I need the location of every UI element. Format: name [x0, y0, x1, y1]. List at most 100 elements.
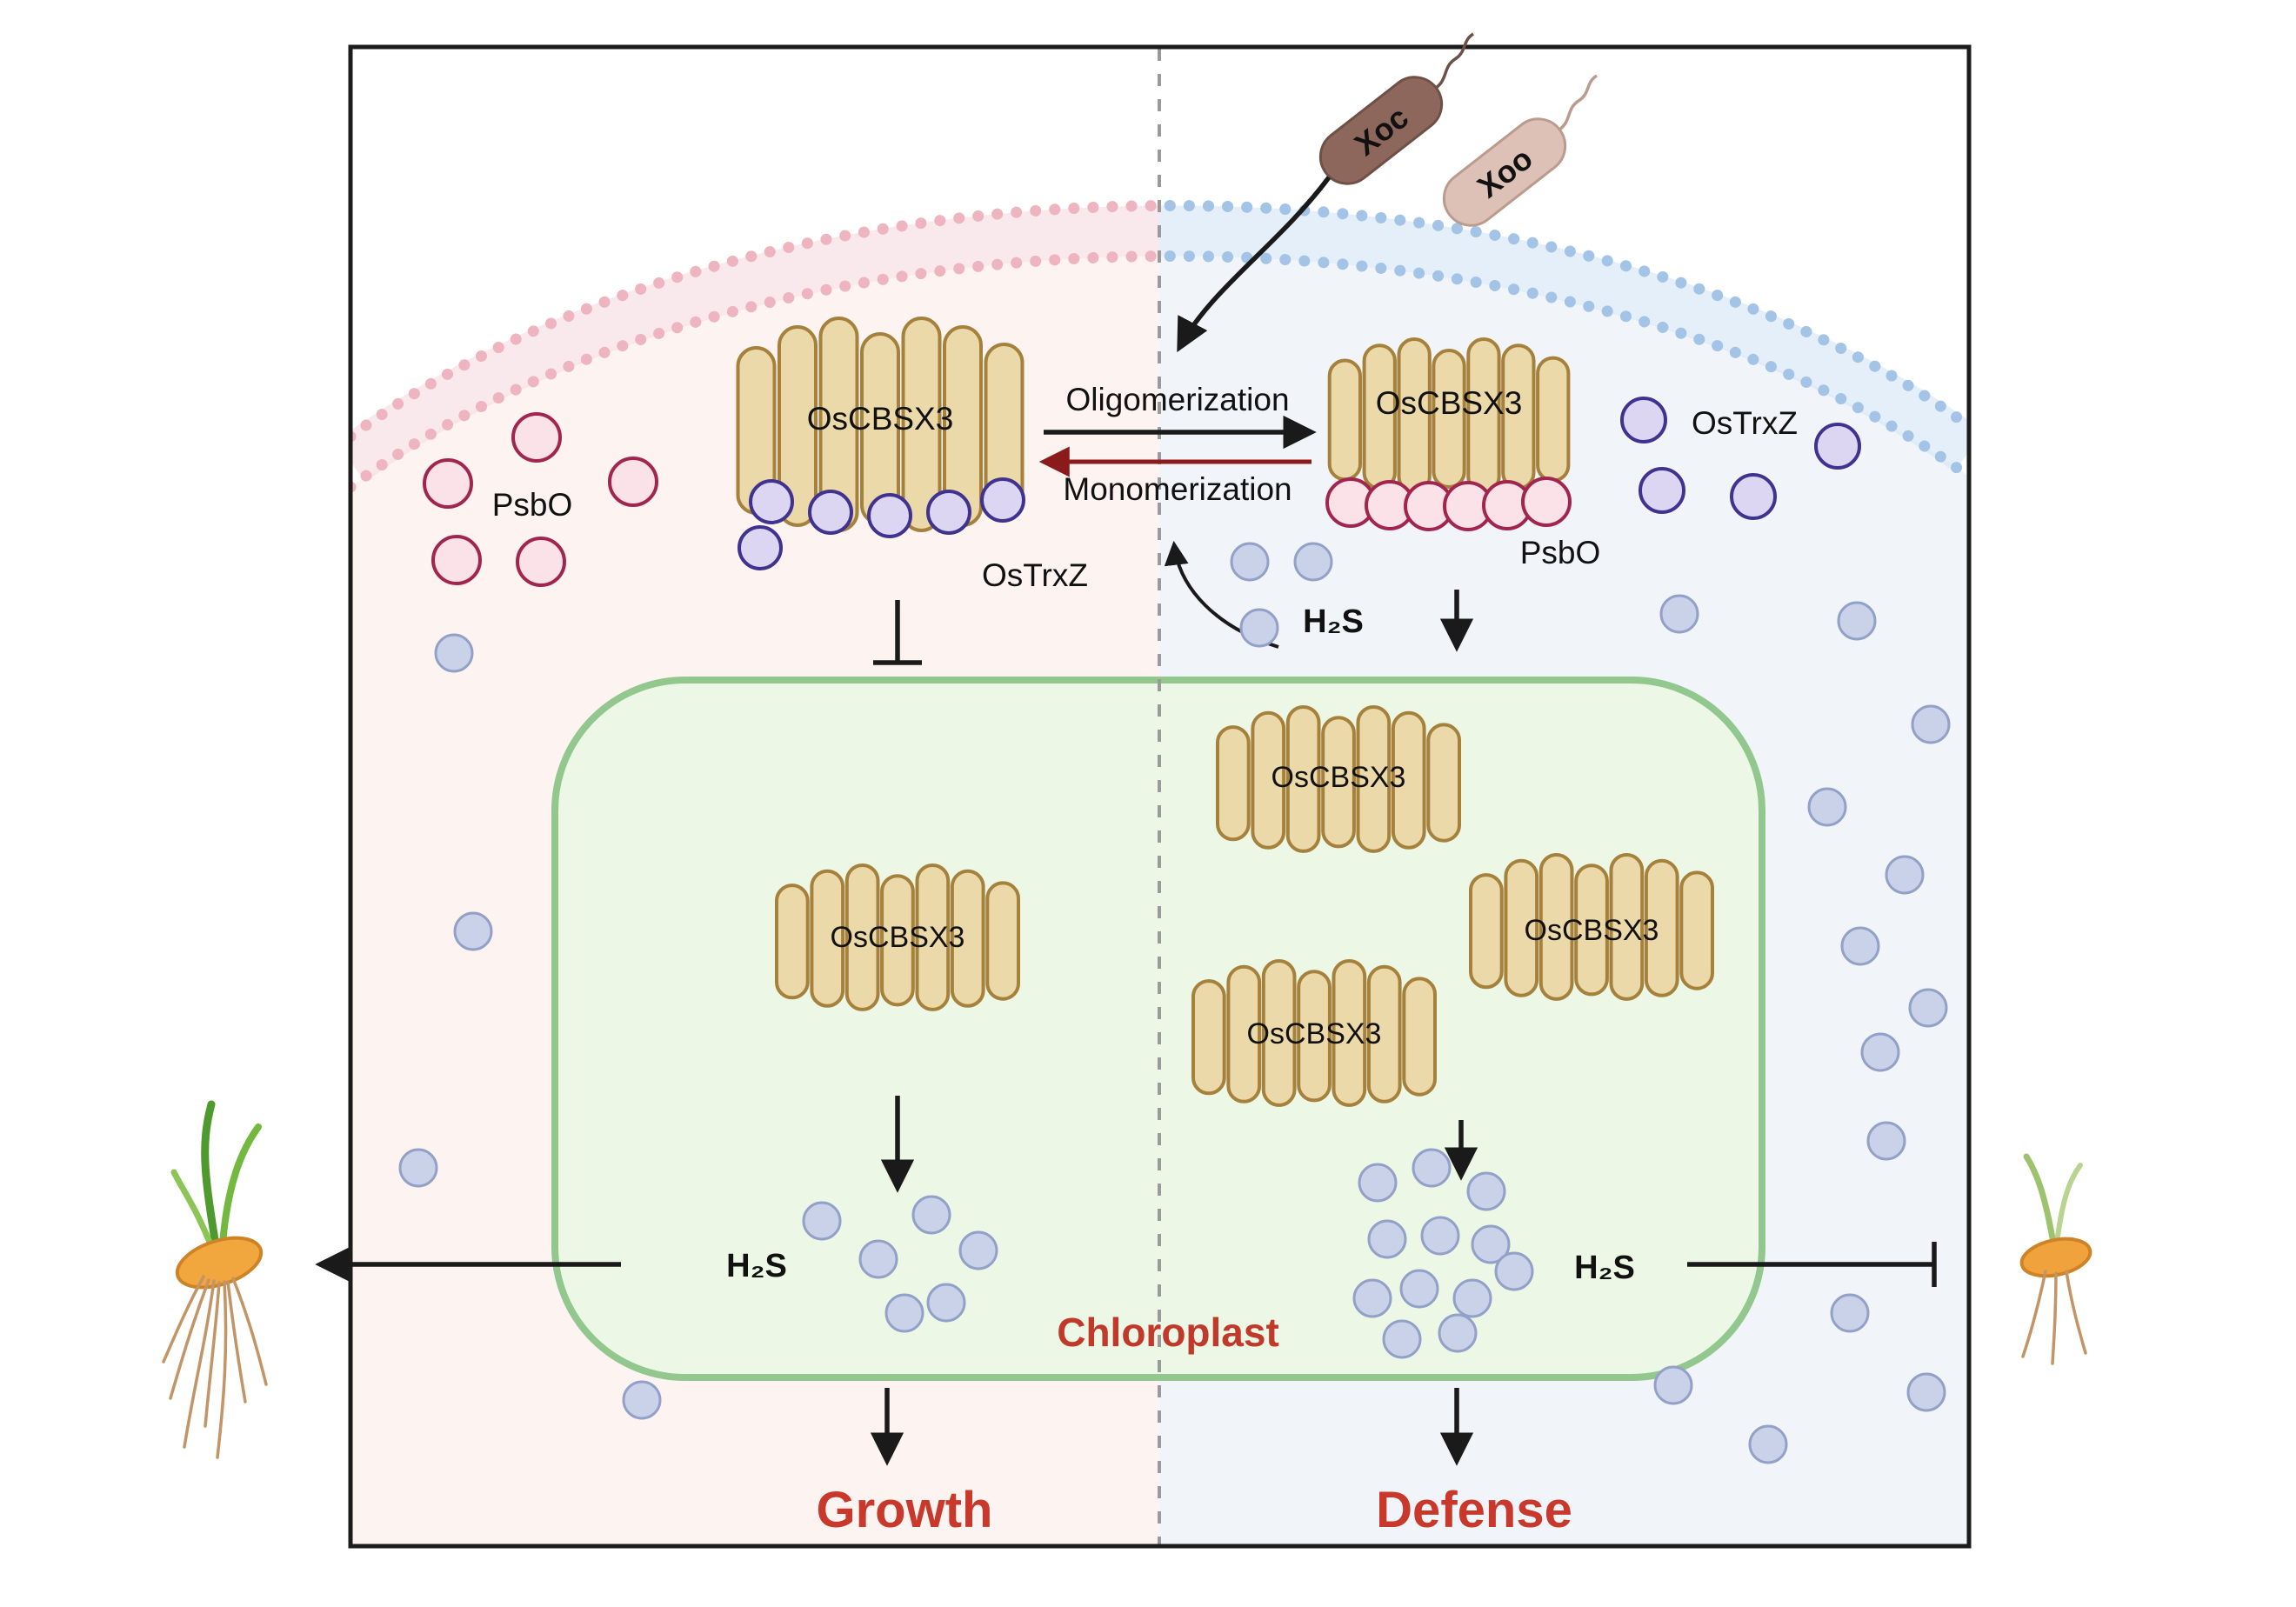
protein-subunit [778, 325, 818, 527]
h2s-molecule-dot [1837, 601, 1877, 641]
protein-subunit [1644, 858, 1679, 997]
leaf-icon [170, 1169, 216, 1252]
protein-subunit [775, 884, 810, 1000]
h2s-molecule-dot [1466, 1171, 1506, 1211]
oscbsx3-complex-inner-right-bottom [1191, 959, 1438, 1107]
protein-subunit [1226, 964, 1262, 1104]
protein-subunit [1469, 873, 1504, 990]
rice-grain-icon [2019, 1237, 2092, 1278]
protein-subunit [1536, 356, 1571, 483]
rice-seedling-growth [162, 1100, 268, 1459]
h2s-molecule-dot [1860, 1032, 1900, 1072]
cell-membrane-left [352, 200, 1159, 493]
protein-subunit [1327, 358, 1362, 482]
h2s-free-dots [398, 542, 1951, 1464]
protein-subunit [1332, 959, 1367, 1107]
protein-subunit [1356, 705, 1392, 853]
h2s-molecule-dot [1830, 1293, 1870, 1333]
inhibition-tbar-left [873, 600, 922, 665]
infection-arrow [1177, 176, 1332, 353]
h2s-label-left: H₂S [726, 1248, 787, 1284]
h2s-cluster-right [1352, 1148, 1534, 1359]
h2s-molecule-dot [1452, 1278, 1492, 1318]
h2s-molecule-dot [802, 1201, 842, 1241]
h2s-molecule-dot [1911, 704, 1951, 744]
psbo-circle [431, 535, 482, 585]
h2s-molecule-dot [1367, 1219, 1407, 1259]
protein-subunit [1285, 705, 1321, 853]
ostrxz-circle [1814, 423, 1861, 470]
ostrxz-label-left: OsTrxZ [982, 557, 1088, 593]
oscbsx3-complex-top-left [736, 317, 1025, 532]
h2s-molecule-dot [1494, 1251, 1534, 1291]
protein-subunit [901, 317, 942, 532]
defense-inhibition-line [1687, 1242, 1937, 1287]
monomerization-label: Monomerization [1063, 471, 1292, 507]
h2s-molecule-dot [1412, 1148, 1452, 1188]
h2s-molecule-dot [1239, 608, 1279, 648]
ostrxz-circle [1639, 467, 1685, 514]
protein-subunit [1321, 716, 1356, 849]
protein-subunit [1366, 964, 1402, 1104]
h2s-molecule-dot [1399, 1269, 1439, 1309]
ostrxz-label-right: OsTrxZ [1692, 405, 1798, 441]
leaf-icon [201, 1100, 220, 1250]
ostrxz-bound-circles [738, 477, 1025, 570]
protein-subunit [1216, 725, 1251, 842]
psbo-free-circles [423, 412, 658, 587]
protein-subunit [1426, 723, 1462, 843]
defense-label: Defense [1376, 1482, 1572, 1538]
ostrxz-circle [808, 490, 853, 535]
psbo-circle [516, 537, 566, 587]
h2s-molecule-dot [1908, 988, 1948, 1028]
protein-subunit [915, 864, 951, 1011]
leaf-icon [2023, 1153, 2056, 1242]
rice-seedling-defense [2019, 1153, 2092, 1365]
psbo-circle [511, 412, 562, 463]
h2s-molecule-dot [1748, 1424, 1788, 1464]
protein-subunit [985, 881, 1021, 1001]
psbo-circle [1521, 477, 1572, 527]
h2s-molecule-dot [1840, 926, 1880, 966]
chloroplast-label: Chloroplast [1057, 1310, 1279, 1355]
protein-subunit [1609, 853, 1645, 1001]
protein-subunit [880, 874, 915, 1007]
cell-membrane-right [1159, 200, 1967, 483]
h2s-molecule-dot [1230, 542, 1270, 582]
leaf-icon [2055, 1163, 2083, 1239]
oscbsx3-complex-inner-right-top [1216, 705, 1462, 853]
h2s-molecule-dot [1438, 1313, 1478, 1353]
oscbsx3-label-inner-left: OsCBSX3 [831, 921, 965, 954]
oscbsx3-complex-inner-left [775, 864, 1021, 1011]
ostrxz-circle [980, 477, 1025, 523]
leaf-icon [219, 1124, 262, 1247]
growth-label: Growth [817, 1482, 993, 1538]
h2s-molecule-dot [926, 1283, 966, 1323]
h2s-molecule-dot [1352, 1278, 1392, 1318]
protein-subunit [1191, 979, 1226, 1096]
h2s-molecule-dot [911, 1195, 951, 1235]
protein-subunit [1402, 977, 1438, 1097]
h2s-molecule-dot [884, 1293, 924, 1333]
h2s-molecule-dot [958, 1230, 998, 1270]
h2s-molecule-dot [1293, 542, 1333, 582]
h2s-molecule-dot [434, 633, 474, 673]
h2s-molecule-dot [453, 911, 493, 951]
psbo-label-right: PsbO [1520, 535, 1601, 570]
oscbsx3-label-inner-right-bottom: OsCBSX3 [1247, 1017, 1382, 1050]
oscbsx3-complex-top-right [1327, 337, 1571, 494]
psbo-circle [608, 457, 658, 507]
protein-subunit [810, 869, 845, 1008]
ostrxz-circle [738, 525, 783, 570]
oscbsx3-label-top-left: OsCBSX3 [807, 401, 954, 437]
protein-subunit [1574, 864, 1609, 997]
ostrxz-circle [867, 493, 912, 538]
h2s-molecule-dot [622, 1380, 662, 1420]
psbo-circle [423, 458, 473, 509]
ostrxz-circle [926, 490, 971, 535]
h2s-molecule-dot [1358, 1163, 1398, 1203]
h2s-molecule-dot [1653, 1365, 1693, 1405]
h2s-label-right: H₂S [1574, 1250, 1635, 1286]
